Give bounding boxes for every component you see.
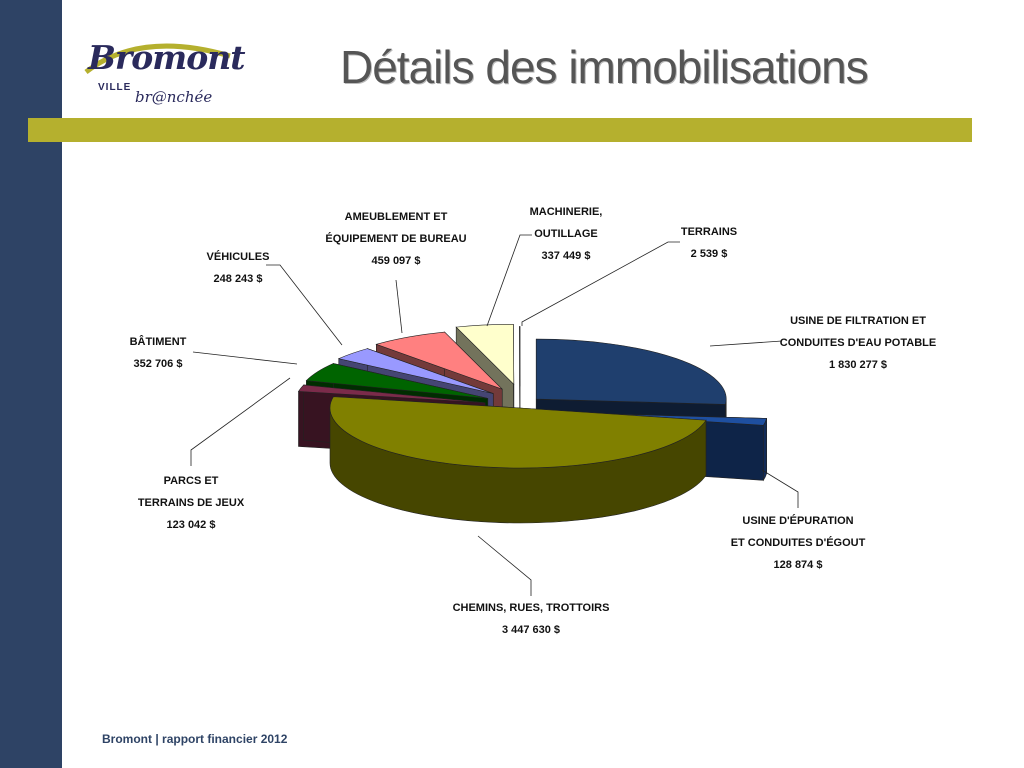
- leader-line: [761, 469, 799, 508]
- slice-label: CHEMINS, RUES, TROTTOIRS 3 447 630 $: [453, 602, 610, 636]
- slice-label-line: 337 449 $: [542, 250, 591, 262]
- slice-label: USINE DE FILTRATION ET CONDUITES D'EAU PO…: [780, 315, 936, 371]
- slice-label-line: USINE D'ÉPURATION: [742, 514, 853, 527]
- footer-text: Bromont | rapport financier 2012: [102, 732, 288, 746]
- slice-label-line: 459 097 $: [372, 255, 421, 267]
- slice-label-line: CHEMINS, RUES, TROTTOIRS: [453, 602, 610, 614]
- pie-slice: [329, 396, 707, 524]
- slice-label-line: 352 706 $: [134, 358, 183, 370]
- slice-label-line: 128 874 $: [774, 559, 823, 571]
- logo-wordmark: Bromont: [88, 38, 245, 77]
- slice-label: AMEUBLEMENT ET ÉQUIPEMENT DE BUREAU 459 09…: [325, 211, 466, 267]
- slice-label-line: PARCS ET: [164, 475, 219, 487]
- slice-label: USINE D'ÉPURATION ET CONDUITES D'ÉGOUT 128…: [731, 514, 866, 571]
- logo-ville: VILLE: [98, 82, 132, 93]
- slice-label: VÉHICULES 248 243 $: [207, 250, 270, 285]
- slice-label-line: 123 042 $: [167, 519, 216, 531]
- slice-label-line: AMEUBLEMENT ET: [345, 211, 448, 223]
- logo-tagline: br@nchée: [135, 88, 213, 106]
- leader-line: [190, 377, 291, 466]
- slice-label-line: 1 830 277 $: [829, 359, 887, 371]
- slice-label-line: USINE DE FILTRATION ET: [790, 315, 926, 327]
- leader-line: [486, 234, 532, 327]
- slice-label-line: TERRAINS DE JEUX: [138, 497, 245, 509]
- slice-label-line: TERRAINS: [681, 226, 737, 238]
- slice-label-line: VÉHICULES: [207, 250, 270, 263]
- leader-line: [521, 241, 680, 326]
- slice-label: TERRAINS 2 539 $: [681, 226, 737, 260]
- bromont-logo: Bromont VILLE br@nchée: [80, 22, 245, 112]
- slice-label-line: ÉQUIPEMENT DE BUREAU: [325, 232, 466, 245]
- slice-label-line: OUTILLAGE: [534, 228, 598, 240]
- slice-label: PARCS ET TERRAINS DE JEUX 123 042 $: [138, 475, 245, 531]
- slice-label: BÂTIMENT 352 706 $: [130, 335, 187, 370]
- leader-line: [395, 279, 403, 334]
- leader-line: [709, 340, 783, 347]
- slice-label-line: 2 539 $: [691, 248, 728, 260]
- page-title: Détails des immobilisations: [340, 41, 869, 93]
- slice-label-line: BÂTIMENT: [130, 335, 187, 348]
- slice-label-line: CONDUITES D'EAU POTABLE: [780, 337, 936, 349]
- slice-label-line: ET CONDUITES D'ÉGOUT: [731, 536, 866, 549]
- slice-label-line: MACHINERIE,: [530, 206, 603, 218]
- slice-label-line: 3 447 630 $: [502, 624, 560, 636]
- logo-swoosh-icon: [84, 43, 231, 74]
- slice-label: MACHINERIE, OUTILLAGE 337 449 $: [530, 206, 603, 262]
- leader-line: [266, 264, 343, 346]
- title-underline-bar: [28, 118, 972, 142]
- slice-label-line: 248 243 $: [214, 273, 263, 285]
- leader-line: [192, 351, 298, 365]
- leader-line: [477, 535, 532, 596]
